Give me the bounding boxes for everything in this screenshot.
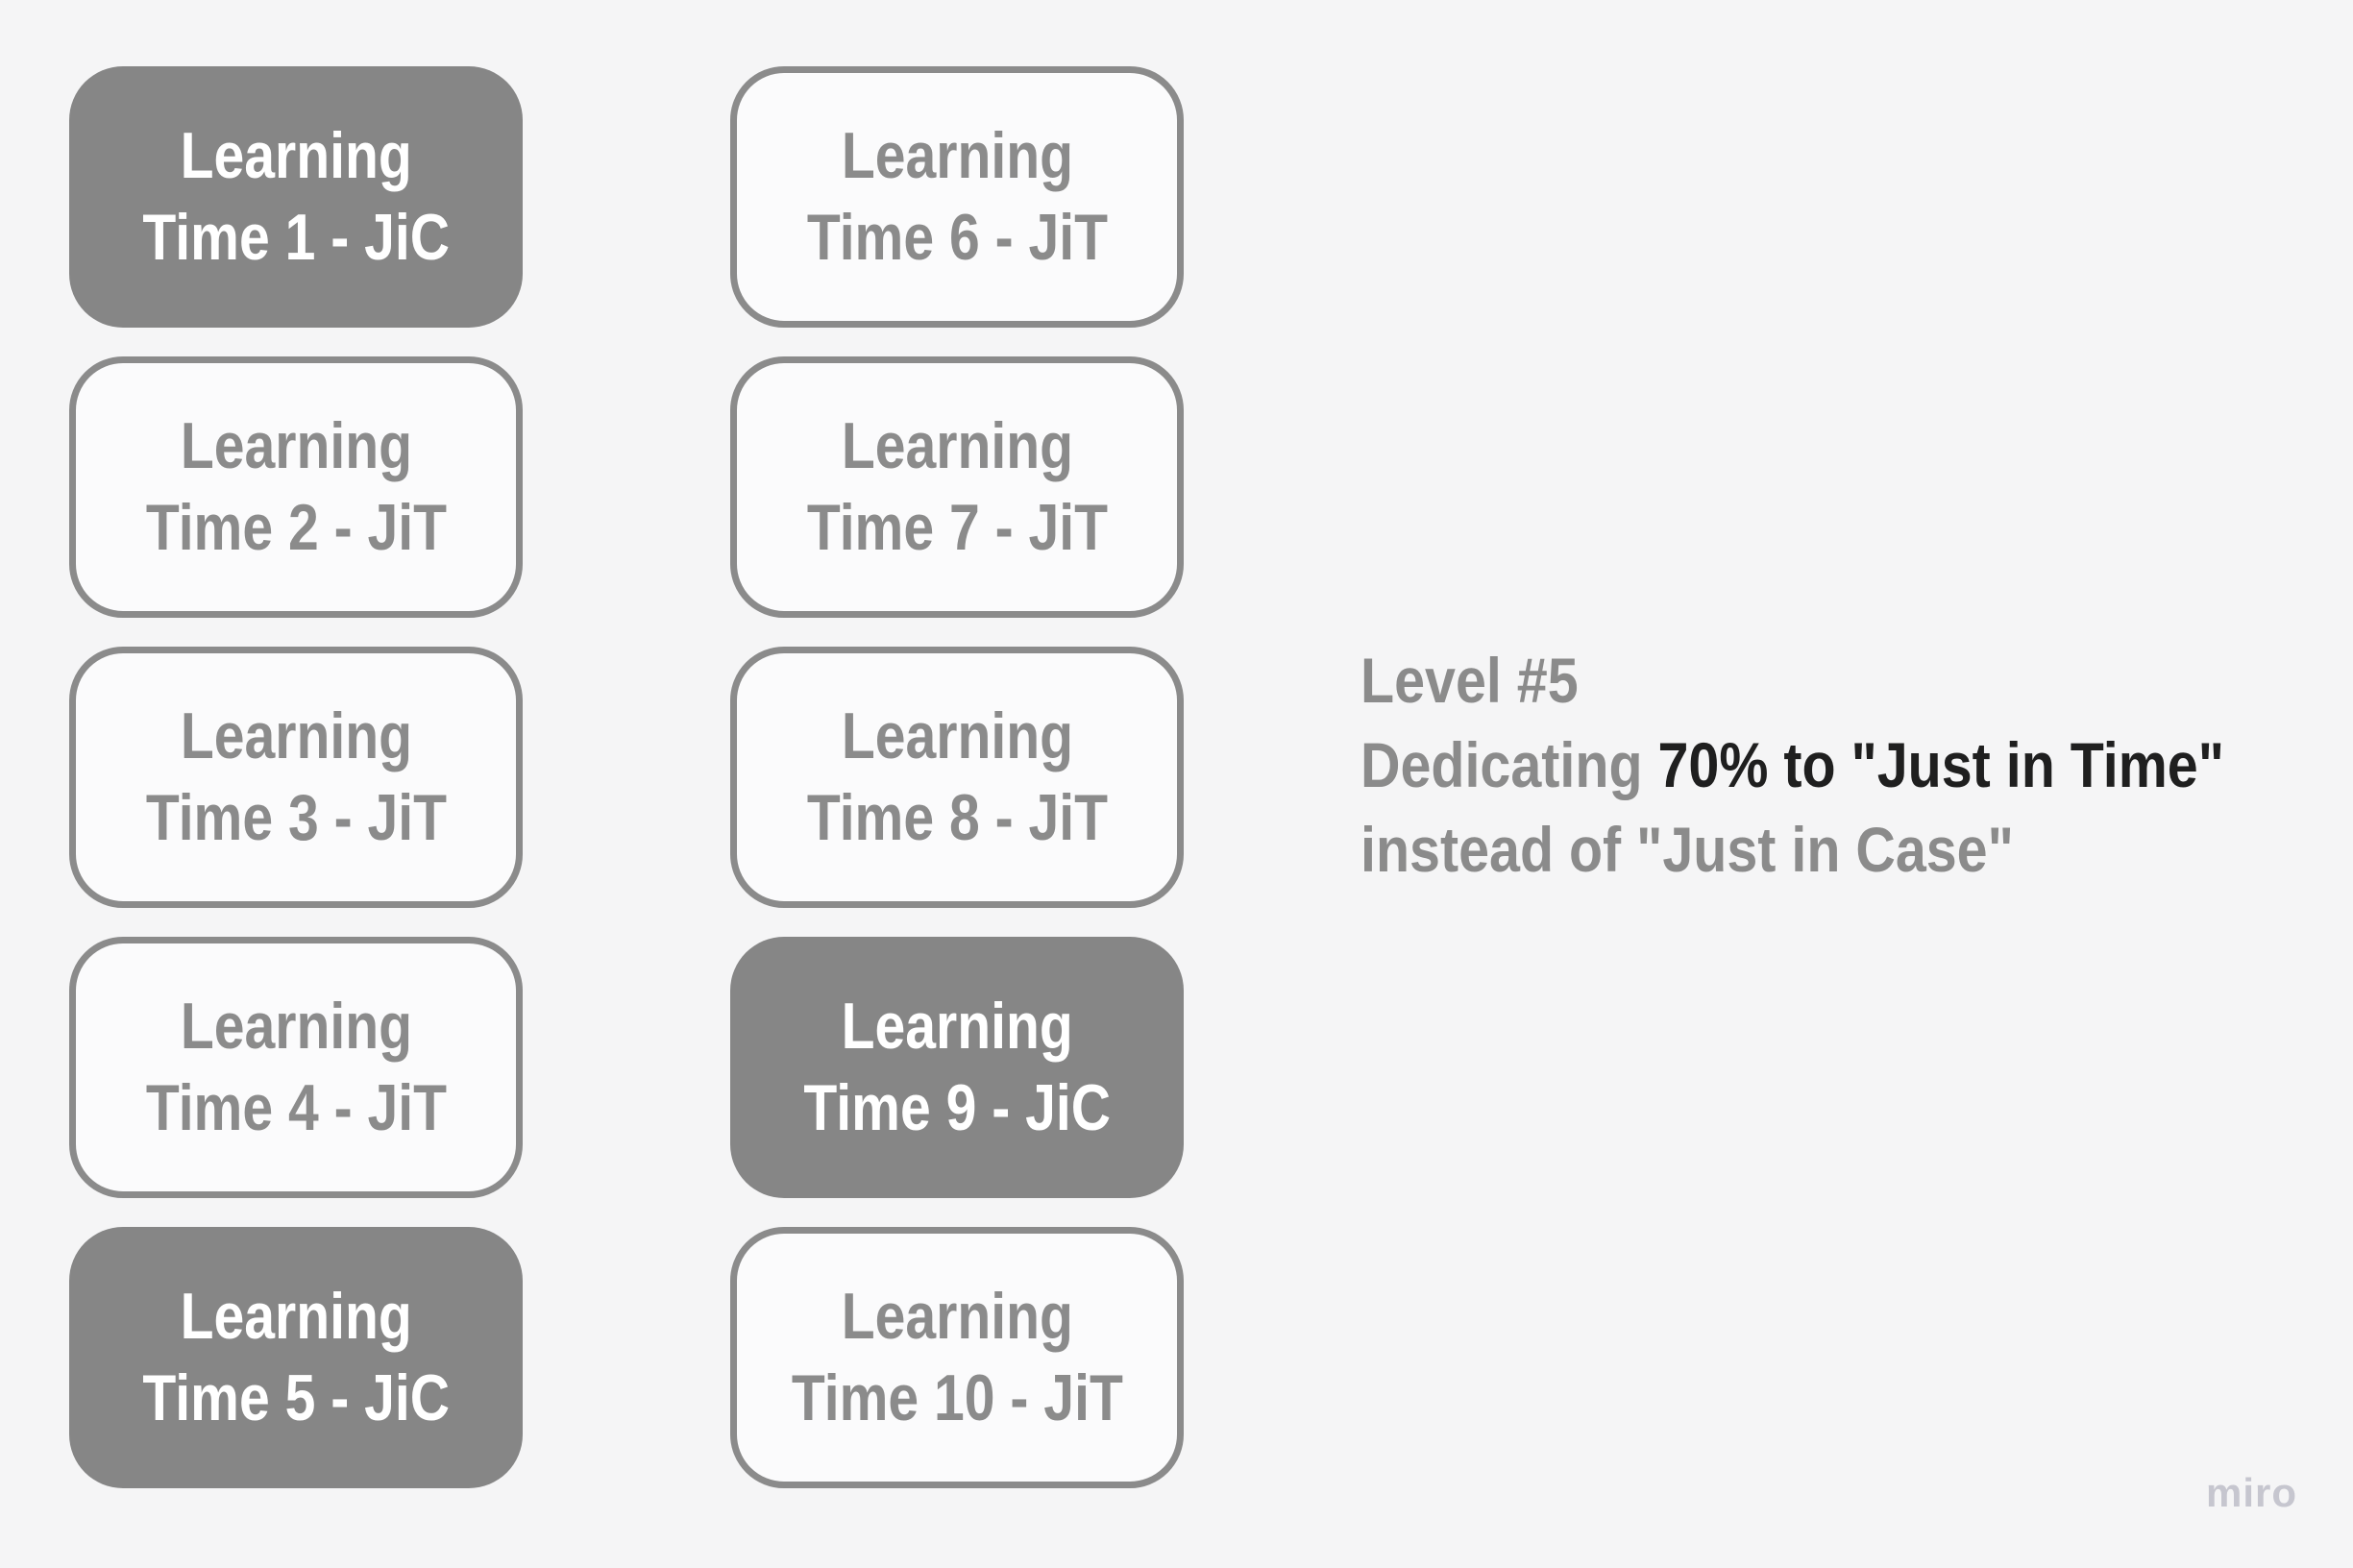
level-caption-line1: Level #5 (1360, 645, 1579, 716)
card-title-line2: Time 2 - JiT (145, 491, 447, 564)
card-title-line2: Time 3 - JiT (145, 781, 447, 854)
card-title-line1: Learning (180, 990, 412, 1063)
card-title: Learning Time 1 - JiC (142, 115, 450, 279)
card-title: Learning Time 5 - JiC (142, 1276, 450, 1439)
card-title-line1: Learning (180, 699, 412, 772)
level-caption: Level #5 Dedicating 70% to "Just in Time… (1360, 638, 2224, 892)
card-title: Learning Time 9 - JiC (803, 986, 1111, 1149)
level-caption-emphasis: 70% to "Just in Time" (1657, 729, 2224, 800)
card-learning-time-8[interactable]: Learning Time 8 - JiT (730, 647, 1184, 908)
card-learning-time-4[interactable]: Learning Time 4 - JiT (69, 937, 523, 1198)
card-title-line2: Time 10 - JiT (791, 1361, 1123, 1434)
card-title-line2: Time 9 - JiC (803, 1071, 1111, 1144)
card-title-line1: Learning (841, 119, 1073, 192)
card-title: Learning Time 3 - JiT (145, 696, 446, 859)
card-title-line2: Time 7 - JiT (806, 491, 1108, 564)
card-title: Learning Time 4 - JiT (145, 986, 446, 1149)
card-title: Learning Time 8 - JiT (806, 696, 1107, 859)
card-title-line1: Learning (180, 409, 412, 482)
card-title: Learning Time 7 - JiT (806, 405, 1107, 569)
card-learning-time-2[interactable]: Learning Time 2 - JiT (69, 356, 523, 618)
card-title-line1: Learning (841, 1280, 1073, 1353)
card-learning-time-1[interactable]: Learning Time 1 - JiC (69, 66, 523, 328)
card-title-line1: Learning (180, 119, 412, 192)
card-learning-time-5[interactable]: Learning Time 5 - JiC (69, 1227, 523, 1488)
card-title: Learning Time 6 - JiT (806, 115, 1107, 279)
card-title-line2: Time 5 - JiC (142, 1361, 450, 1434)
card-learning-time-3[interactable]: Learning Time 3 - JiT (69, 647, 523, 908)
card-learning-time-6[interactable]: Learning Time 6 - JiT (730, 66, 1184, 328)
card-title-line1: Learning (841, 990, 1073, 1063)
miro-logo: miro (2205, 1470, 2297, 1515)
level-caption-line2: Dedicating 70% to "Just in Time" (1360, 729, 2224, 800)
card-title: Learning Time 10 - JiT (791, 1276, 1122, 1439)
card-title-line2: Time 4 - JiT (145, 1071, 447, 1144)
card-learning-time-7[interactable]: Learning Time 7 - JiT (730, 356, 1184, 618)
card-learning-time-10[interactable]: Learning Time 10 - JiT (730, 1227, 1184, 1488)
card-learning-time-9[interactable]: Learning Time 9 - JiC (730, 937, 1184, 1198)
card-title-line1: Learning (841, 699, 1073, 772)
card-title-line2: Time 1 - JiC (142, 201, 450, 274)
card-title-line1: Learning (841, 409, 1073, 482)
level-caption-line3: instead of "Just in Case" (1360, 814, 2014, 885)
card-title-line2: Time 6 - JiT (806, 201, 1108, 274)
card-title: Learning Time 2 - JiT (145, 405, 446, 569)
card-title-line2: Time 8 - JiT (806, 781, 1108, 854)
card-title-line1: Learning (180, 1280, 412, 1353)
